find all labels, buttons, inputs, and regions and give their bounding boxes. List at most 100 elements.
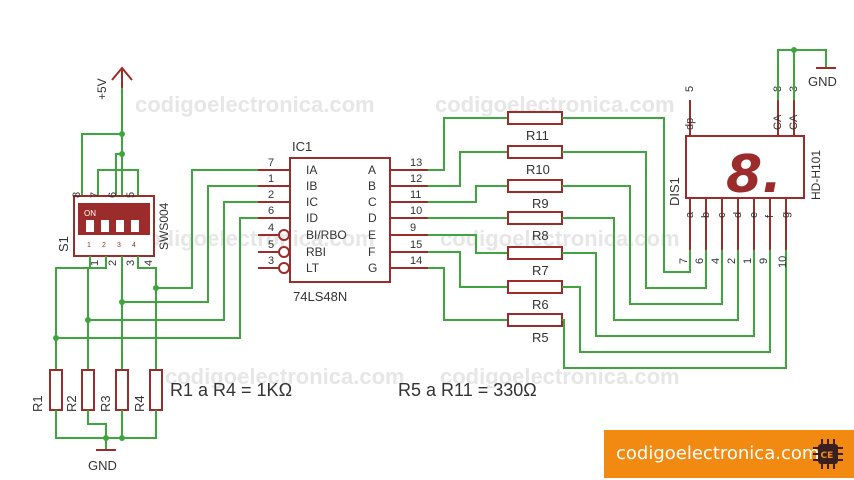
watermark: codigoelectronica.com	[165, 364, 405, 389]
resistor-label: R4	[132, 395, 147, 412]
vcc-label: +5V	[95, 78, 109, 100]
display-pin-name: b	[700, 212, 712, 218]
switch-pin: 7	[89, 192, 101, 198]
display-pin-name: d	[732, 212, 744, 218]
watermarks: codigoelectronica.com codigoelectronica.…	[135, 92, 680, 389]
display-pin-num: 2	[726, 258, 738, 264]
brand-banner: codigoelectronica.com CE	[604, 430, 854, 478]
ic-pin-num: 7	[268, 157, 274, 169]
display-digit: 8.	[726, 145, 782, 205]
switch-pin: 3	[125, 260, 137, 266]
ic-pin-num: 11	[410, 189, 421, 201]
ic-pin-name: IA	[306, 163, 317, 177]
display-ref: DIS1	[667, 177, 682, 206]
decoder-ic: IC1 74LS48N 7 1 2 6 4 5 3 IA IB IC ID BI…	[258, 139, 428, 304]
display-pin-num: 9	[758, 258, 770, 264]
switch-pin: 5	[125, 192, 137, 198]
pull-resistor-note: R1 a R4 = 1KΩ	[170, 380, 292, 400]
ic-ref: IC1	[292, 139, 312, 154]
display-pin-name: e	[748, 212, 760, 218]
resistor-label: R6	[532, 297, 549, 312]
switch-pin: 2	[107, 260, 119, 266]
chip-logo-icon: CE	[813, 439, 843, 469]
ic-pin-name: ID	[306, 211, 318, 225]
switch-part: SWS004	[157, 202, 171, 250]
switch-on-label: ON	[84, 209, 96, 218]
ic-pin-name: IC	[306, 195, 318, 209]
resistor-label: R8	[532, 228, 549, 243]
chip-logo-text: CE	[821, 451, 834, 461]
ic-pin-name: IB	[306, 179, 317, 193]
switch-output-wires	[53, 169, 290, 370]
display-pin-num: 6	[694, 258, 706, 264]
display-pin-num: 4	[710, 258, 722, 264]
switch-pos: 3	[117, 242, 121, 249]
display-pin-name: a	[684, 211, 696, 218]
switch-pin: 1	[89, 260, 101, 266]
ic-pin-name: C	[368, 195, 377, 209]
ic-pin-num: 14	[410, 255, 422, 267]
series-resistor-note: R5 a R11 = 330Ω	[398, 380, 537, 400]
display-pin-name: CA	[788, 114, 800, 130]
display-pin-num: 1	[742, 258, 754, 264]
ic-pin-num: 9	[410, 222, 416, 234]
display-pin-num: 7	[678, 258, 690, 264]
ic-pin-name: F	[368, 245, 375, 259]
watermark: codigoelectronica.com	[435, 92, 675, 117]
resistor-label: R10	[526, 162, 550, 177]
ic-pin-num: 5	[268, 239, 274, 251]
display-pin-name: f	[764, 214, 776, 218]
display-part: HD-H101	[809, 150, 823, 200]
resistor-label: R11	[526, 128, 549, 143]
display-pin-name: g	[780, 212, 792, 218]
gnd-label: GND	[808, 74, 837, 89]
ic-part: 74LS48N	[293, 289, 347, 304]
vcc-symbol: +5V	[95, 66, 133, 100]
switch-pos: 1	[87, 242, 91, 249]
watermark: codigoelectronica.com	[135, 92, 375, 117]
display-pin-name: c	[716, 212, 728, 218]
ic-pin-num: 1	[268, 173, 274, 185]
display-pin-name: dp	[684, 118, 696, 130]
watermark: codigoelectronica.com	[135, 226, 375, 251]
ic-pin-num: 3	[268, 255, 274, 267]
ic-pin-name: BI/RBO	[306, 228, 347, 242]
supply-wires	[81, 88, 139, 196]
switch-pin: 4	[143, 260, 155, 266]
switch-pin: 8	[71, 192, 83, 198]
resistor-label: R5	[532, 330, 549, 345]
ic-output-wires	[428, 117, 508, 321]
gnd-label: GND	[88, 458, 117, 473]
pull-resistors: GND R1 R2 R3 R4	[30, 369, 163, 473]
ic-pin-name: B	[368, 179, 376, 193]
resistor-label: R1	[30, 395, 45, 412]
ic-pin-name: G	[368, 261, 377, 275]
ic-pin-num: 4	[268, 222, 274, 234]
display-pin-name: CA	[772, 114, 784, 130]
seven-segment-display: 8. DIS1 HD-H101 dp CA CA 5 8 3 a b c d e…	[667, 47, 837, 268]
switch-pin: 6	[107, 192, 119, 198]
ic-pin-name: RBI	[306, 245, 326, 259]
ic-pin-name: A	[368, 163, 376, 177]
ic-pin-name: D	[368, 211, 377, 225]
display-wires	[562, 117, 787, 369]
switch-ref: S1	[56, 236, 71, 252]
switch-pos: 4	[132, 242, 136, 249]
resistor-label: R7	[532, 263, 549, 278]
dip-switch: ON 1 2 3 4 8 7 6 5 1 2 3 4 S1 SWS004	[56, 192, 171, 266]
resistor-label: R9	[532, 196, 549, 211]
ic-pin-num: 15	[410, 239, 422, 251]
ic-pin-name: LT	[306, 261, 320, 275]
ic-pin-name: E	[368, 228, 376, 242]
ic-pin-num: 12	[410, 173, 422, 185]
resistor-label: R3	[98, 395, 113, 412]
resistor-label: R2	[64, 395, 79, 412]
ic-pin-num: 2	[268, 189, 274, 201]
brand-text: codigoelectronica.com	[616, 443, 820, 464]
ic-pin-num: 10	[410, 205, 422, 217]
display-pin-num: 5	[684, 86, 696, 92]
ic-pin-num: 13	[410, 157, 422, 169]
display-pin-num: 10	[777, 256, 789, 268]
switch-pos: 2	[102, 242, 106, 249]
